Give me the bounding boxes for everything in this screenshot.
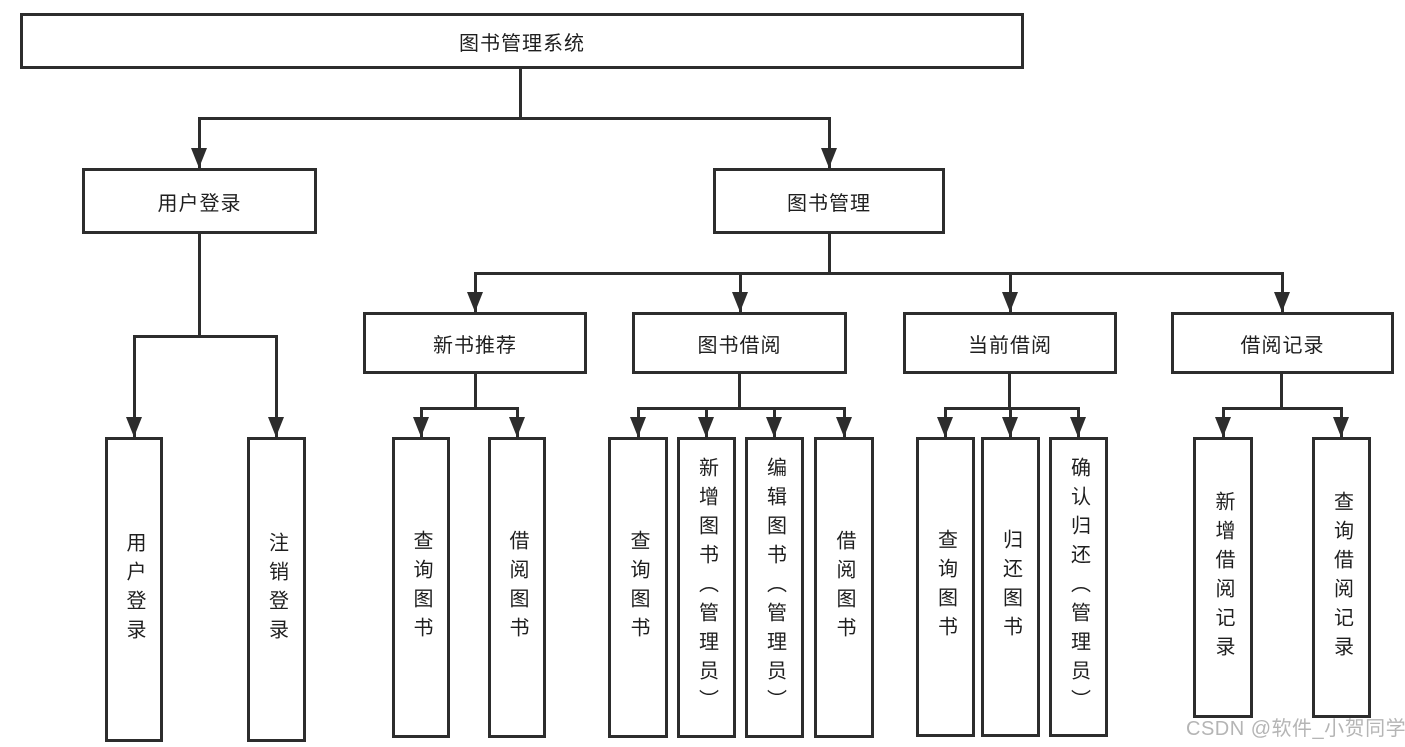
connector-line xyxy=(828,117,831,168)
node-book-borrow: 图书借阅 xyxy=(632,312,847,374)
arrow-down-icon xyxy=(126,417,142,437)
leaf-logout-label: 注销登录 xyxy=(265,531,288,648)
connector-line xyxy=(133,335,278,338)
leaf-add-borrow-record: 新增借阅记录 xyxy=(1193,437,1253,718)
arrow-down-icon xyxy=(467,292,483,312)
arrow-down-icon xyxy=(268,417,284,437)
node-borrow-record: 借阅记录 xyxy=(1171,312,1394,374)
leaf-add-book-admin: 新增图书（管理员） xyxy=(677,437,736,738)
connector-line xyxy=(198,234,201,337)
arrow-down-icon xyxy=(1002,292,1018,312)
arrow-down-icon xyxy=(732,292,748,312)
connector-line xyxy=(944,407,1080,410)
leaf-borrow-book-label: 借阅图书 xyxy=(833,529,855,646)
leaf-user-login-label: 用户登录 xyxy=(123,531,145,648)
leaf-borrow-book-recommend-label: 借阅图书 xyxy=(506,529,528,646)
leaf-query-book-recommend-label: 查询图书 xyxy=(410,529,432,646)
node-book-management-label: 图书管理 xyxy=(787,192,871,215)
arrow-down-icon xyxy=(1070,417,1086,437)
leaf-edit-book-admin: 编辑图书（管理员） xyxy=(745,437,804,738)
connector-line xyxy=(133,335,136,437)
leaf-query-book-current: 查询图书 xyxy=(916,437,975,737)
node-new-book-recommend-label: 新书推荐 xyxy=(433,334,517,357)
leaf-borrow-book-recommend: 借阅图书 xyxy=(488,437,546,738)
node-current-borrow: 当前借阅 xyxy=(903,312,1117,374)
arrow-down-icon xyxy=(937,417,953,437)
node-new-book-recommend: 新书推荐 xyxy=(363,312,587,374)
leaf-add-book-admin-label: 新增图书（管理员） xyxy=(695,457,718,718)
arrow-down-icon xyxy=(766,417,782,437)
leaf-query-book-recommend: 查询图书 xyxy=(392,437,450,738)
leaf-borrow-book: 借阅图书 xyxy=(814,437,874,738)
arrow-down-icon xyxy=(1215,417,1231,437)
connector-line xyxy=(198,117,831,120)
arrow-down-icon xyxy=(413,417,429,437)
node-user-login: 用户登录 xyxy=(82,168,317,234)
leaf-return-book: 归还图书 xyxy=(981,437,1040,737)
node-book-management: 图书管理 xyxy=(713,168,945,234)
node-book-borrow-label: 图书借阅 xyxy=(697,334,782,357)
connector-line xyxy=(637,407,846,410)
connector-line xyxy=(474,272,1284,275)
arrow-down-icon xyxy=(1333,417,1349,437)
csdn-watermark: CSDN @软件_小贺同学 xyxy=(1186,718,1405,740)
connector-line xyxy=(519,68,522,118)
arrow-down-icon xyxy=(836,417,852,437)
connector-line xyxy=(828,234,831,275)
leaf-return-book-label: 归还图书 xyxy=(999,529,1022,645)
node-borrow-record-label: 借阅记录 xyxy=(1240,334,1325,357)
arrow-down-icon xyxy=(1002,417,1018,437)
connector-line xyxy=(738,374,741,410)
connector-line xyxy=(275,335,278,437)
arrow-down-icon xyxy=(821,148,837,168)
leaf-query-book-current-label: 查询图书 xyxy=(934,529,957,645)
connector-line xyxy=(1280,374,1283,410)
connector-line xyxy=(420,407,519,410)
leaf-query-borrow-record-label: 查询借阅记录 xyxy=(1330,490,1353,665)
leaf-query-book-borrow-label: 查询图书 xyxy=(627,529,649,646)
connector-line xyxy=(1008,374,1011,410)
leaf-user-login: 用户登录 xyxy=(105,437,163,742)
arrow-down-icon xyxy=(191,148,207,168)
leaf-confirm-return-admin: 确认归还（管理员） xyxy=(1049,437,1108,737)
connector-line xyxy=(1222,407,1343,410)
leaf-logout: 注销登录 xyxy=(247,437,306,742)
leaf-edit-book-admin-label: 编辑图书（管理员） xyxy=(763,457,786,718)
leaf-query-borrow-record: 查询借阅记录 xyxy=(1312,437,1371,718)
leaf-query-book-borrow: 查询图书 xyxy=(608,437,668,738)
leaf-confirm-return-admin-label: 确认归还（管理员） xyxy=(1067,456,1090,718)
arrow-down-icon xyxy=(1274,292,1290,312)
leaf-add-borrow-record-label: 新增借阅记录 xyxy=(1212,490,1234,665)
connector-line xyxy=(198,117,201,168)
node-current-borrow-label: 当前借阅 xyxy=(968,334,1052,357)
connector-line xyxy=(474,374,477,410)
arrow-down-icon xyxy=(630,417,646,437)
node-root-label: 图书管理系统 xyxy=(459,32,585,55)
arrow-down-icon xyxy=(509,417,525,437)
node-root: 图书管理系统 xyxy=(20,13,1024,69)
arrow-down-icon xyxy=(698,417,714,437)
node-user-login-label: 用户登录 xyxy=(157,192,242,215)
